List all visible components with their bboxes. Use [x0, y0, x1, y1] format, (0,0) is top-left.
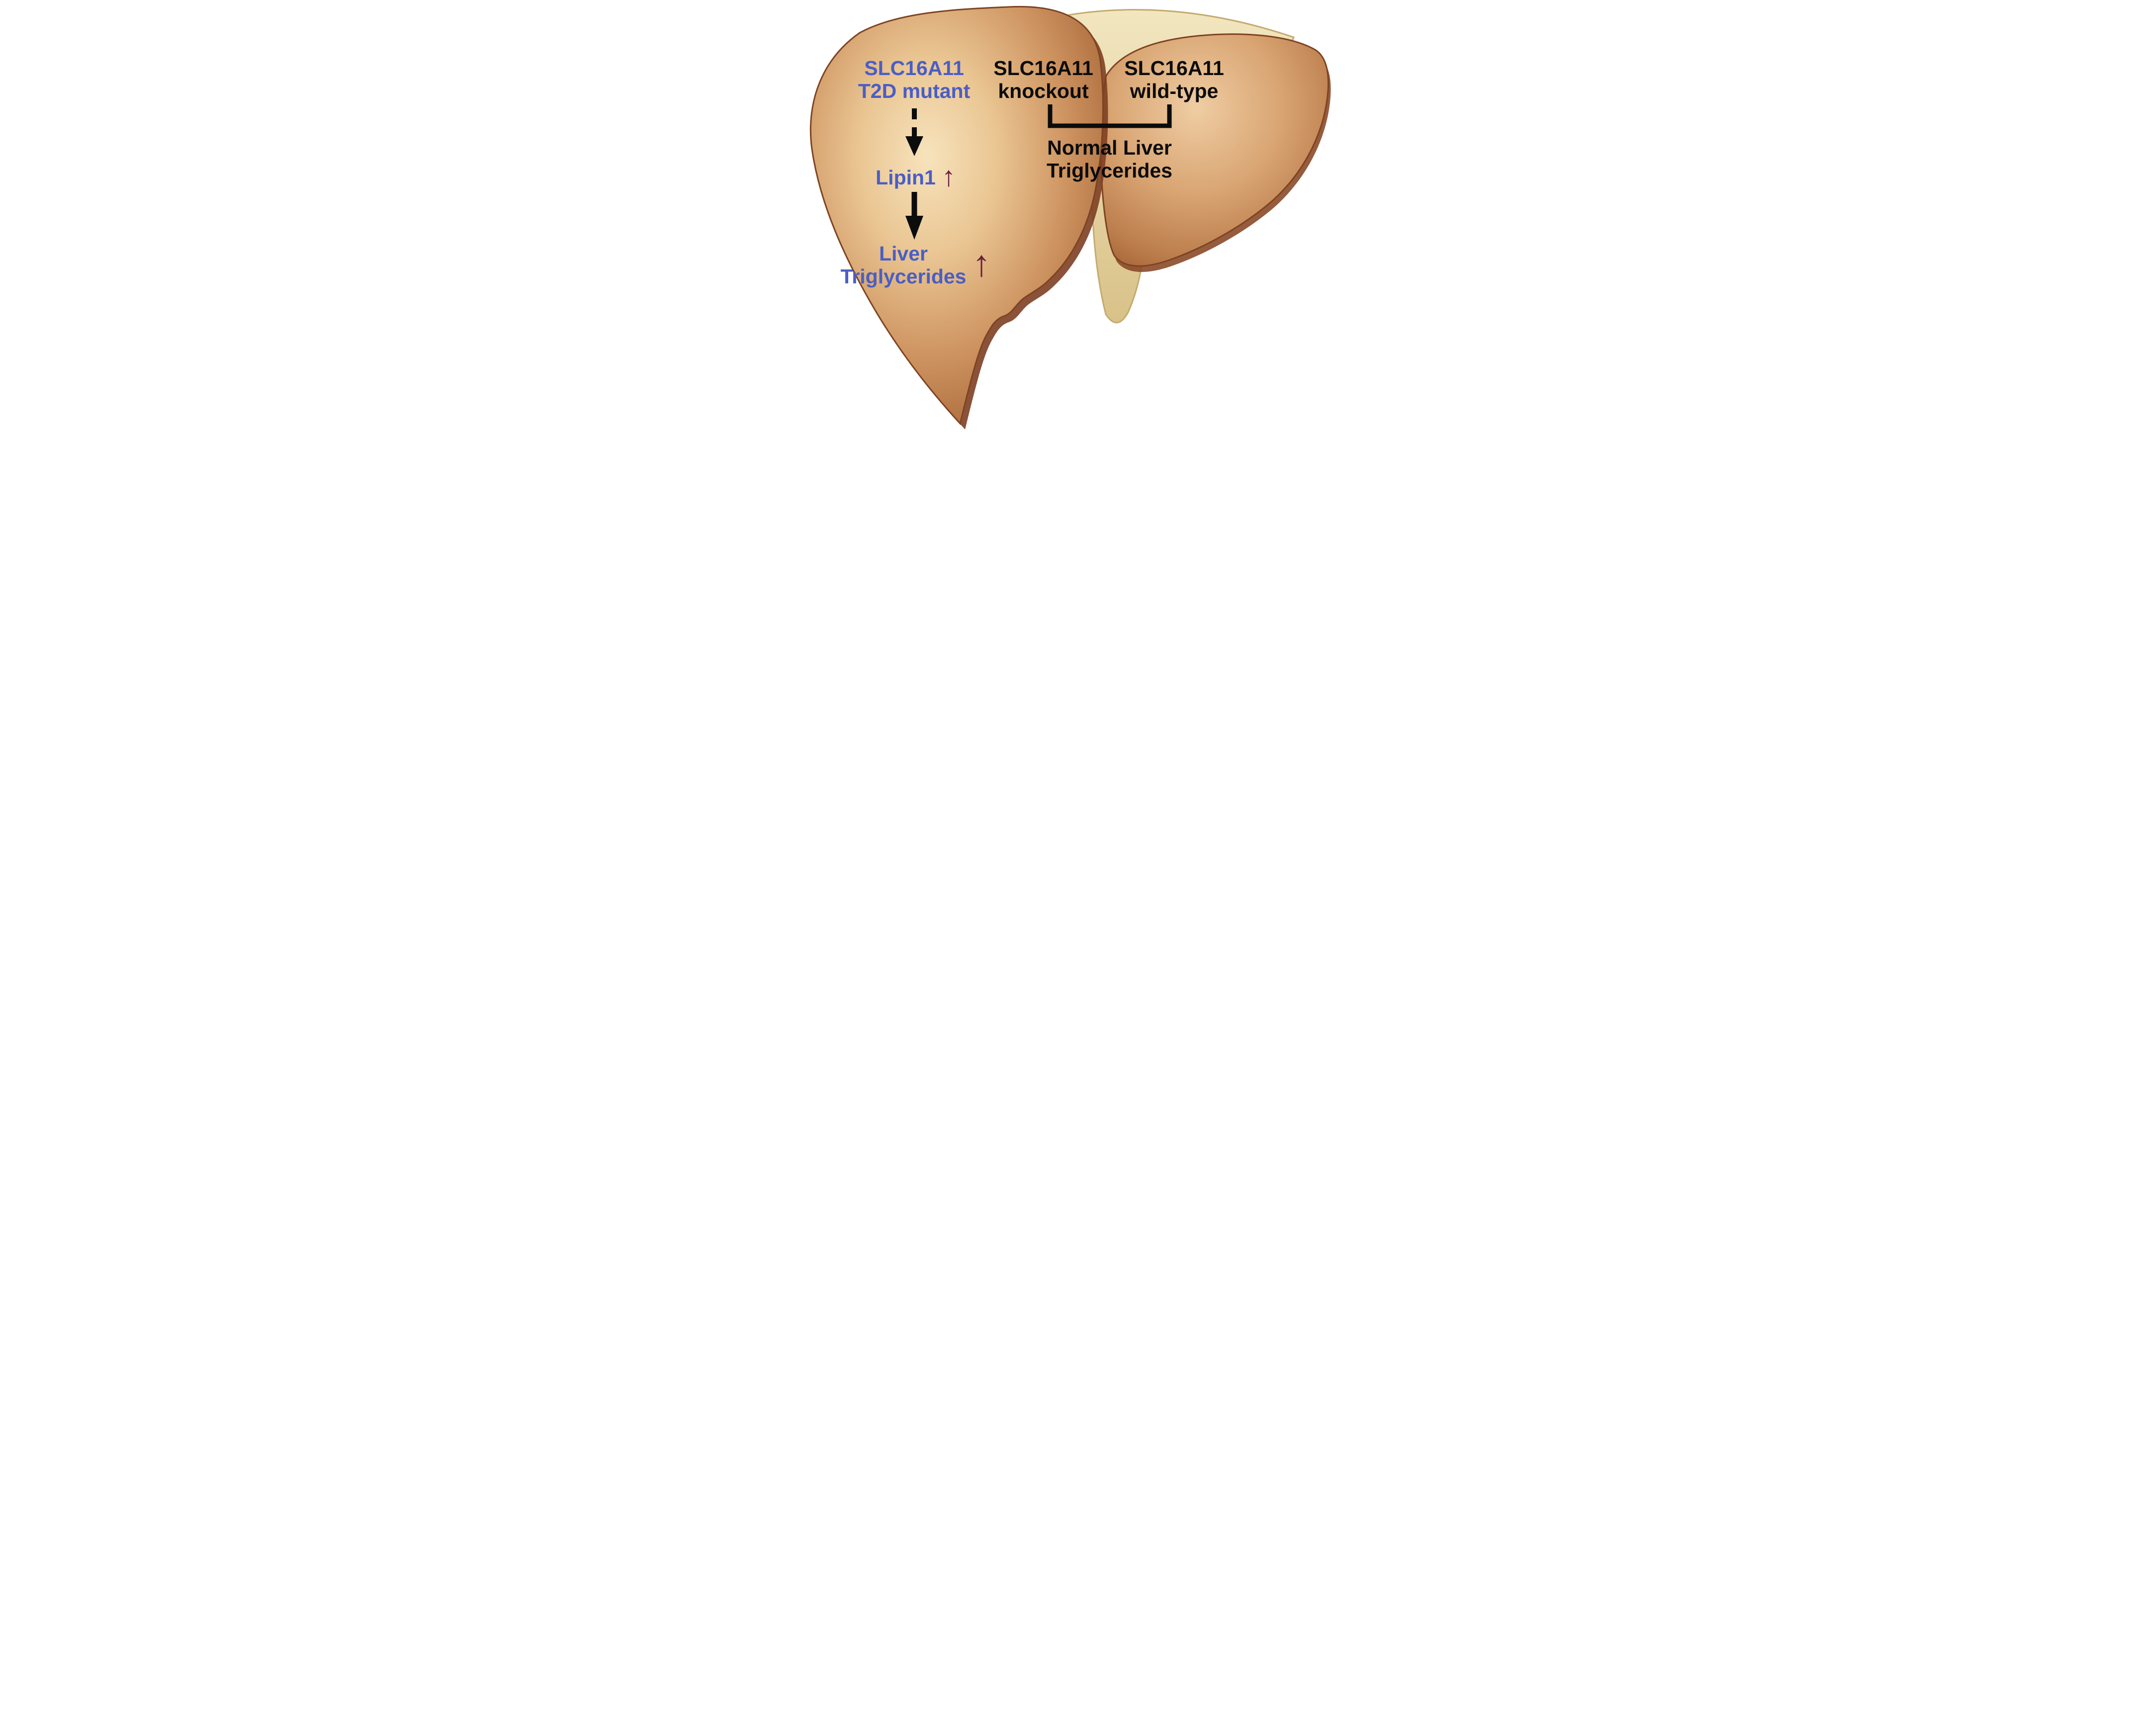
mutant-label-line2: T2D mutant	[858, 79, 971, 102]
wildtype-label-line1: SLC16A11	[1124, 57, 1224, 80]
left-lobe-shape	[809, 5, 1104, 426]
wildtype-label: SLC16A11 wild-type	[1095, 57, 1254, 103]
lipin1-text: Lipin1	[876, 166, 936, 189]
mutant-label: SLC16A11 T2D mutant	[835, 57, 994, 103]
mutant-label-line1: SLC16A11	[864, 57, 964, 80]
comparison-bracket	[1048, 104, 1171, 128]
knockout-label-line1: SLC16A11	[993, 57, 1093, 80]
normal-triglycerides-line2: Triglycerides	[1047, 159, 1172, 182]
knockout-label-line2: knockout	[998, 79, 1089, 102]
liver-triglycerides-line2: Triglycerides	[840, 264, 967, 288]
right-lobe-shape	[1099, 33, 1329, 267]
solid-down-arrow-icon	[904, 190, 924, 245]
liver-triglycerides-line1: Liver	[879, 242, 928, 265]
liver-illustration	[809, 5, 1331, 430]
wildtype-label-line2: wild-type	[1130, 79, 1219, 102]
lipin1-up-arrow-icon: ↑	[941, 161, 956, 192]
knockout-label: SLC16A11 knockout	[964, 57, 1123, 103]
lipin1-label: Lipin1 ↑	[829, 161, 1003, 192]
normal-triglycerides-line1: Normal Liver	[1047, 136, 1172, 159]
liver-triglycerides-text: Liver Triglycerides	[840, 242, 967, 288]
dashed-down-arrow-icon	[904, 105, 924, 163]
normal-triglycerides-label: Normal Liver Triglycerides	[1025, 136, 1194, 182]
liver-triglycerides-label: Liver Triglycerides ↑	[814, 242, 1018, 288]
triglycerides-up-arrow-icon: ↑	[972, 242, 991, 284]
figure-canvas: SLC16A11 T2D mutant Lipin1 ↑ Liver Trigl…	[799, 0, 1331, 434]
